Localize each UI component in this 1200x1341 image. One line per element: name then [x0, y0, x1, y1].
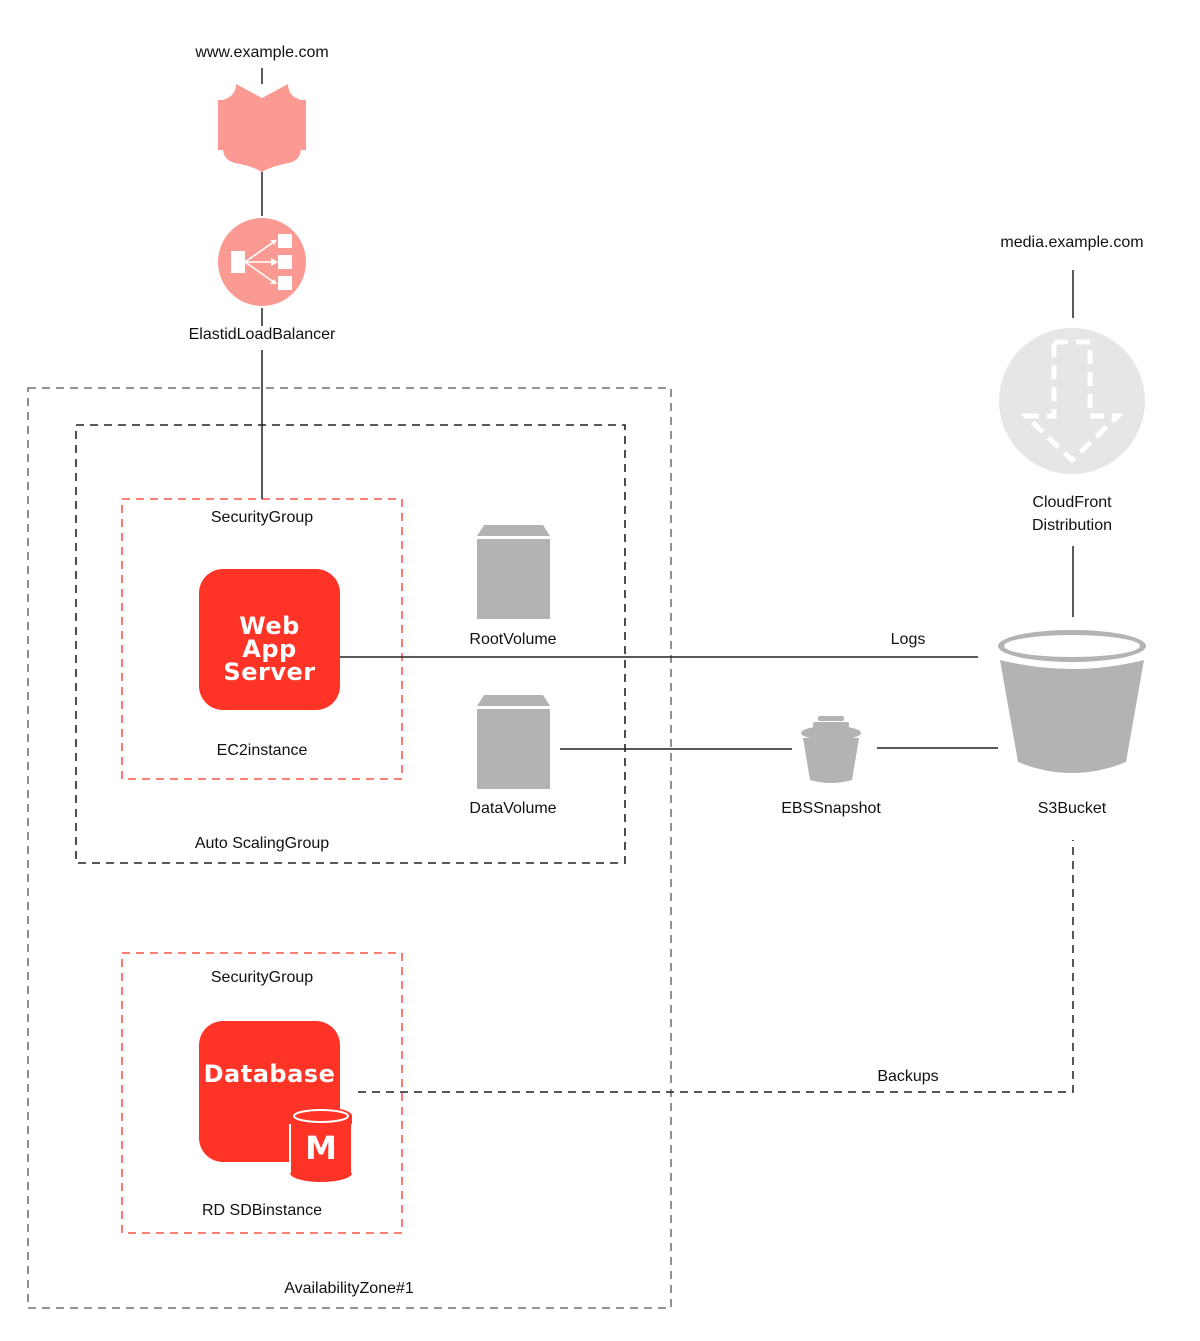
load-balancer-label: ElastidLoadBalancer	[188, 326, 336, 343]
shield-icon	[218, 84, 306, 172]
domain-label: www.example.com	[195, 44, 329, 61]
database-text: Database	[203, 1060, 336, 1088]
database-badge-letter: M	[305, 1129, 337, 1167]
web-app-server-tile[interactable]: Web App Server	[199, 569, 340, 710]
download-arrow-icon	[999, 328, 1145, 474]
connector-backups	[358, 840, 1074, 1093]
backups-label: Backups	[877, 1068, 939, 1085]
bucket-icon	[998, 630, 1146, 773]
data-volume-label: DataVolume	[469, 800, 557, 817]
root-volume-label: RootVolume	[469, 631, 557, 648]
auto-scaling-group-boundary	[75, 424, 626, 864]
s3-bucket-label: S3Bucket	[1037, 800, 1107, 817]
availability-zone-boundary	[27, 387, 672, 1309]
load-balancer-icon	[218, 218, 306, 306]
web-app-server-text: Web App Server	[223, 612, 316, 686]
bucket-icon	[801, 716, 861, 783]
ec2-instance-label: EC2instance	[216, 742, 308, 759]
auto-scaling-group-label: Auto ScalingGroup	[194, 835, 330, 852]
security-group-label: SecurityGroup	[210, 969, 314, 986]
logs-label: Logs	[890, 631, 926, 648]
volume-icon	[477, 695, 550, 789]
availability-zone-label: AvailabilityZone#1	[284, 1280, 414, 1297]
cloudfront-label: CloudFront Distribution	[1031, 494, 1113, 534]
media-domain-label: media.example.com	[1000, 234, 1144, 251]
ebs-snapshot-label: EBSSnapshot	[781, 800, 881, 817]
security-group-bottom-boundary	[121, 952, 403, 1234]
rds-instance-label: RD SDBinstance	[201, 1202, 323, 1219]
security-group-label: SecurityGroup	[210, 509, 314, 526]
volume-icon	[477, 525, 550, 619]
